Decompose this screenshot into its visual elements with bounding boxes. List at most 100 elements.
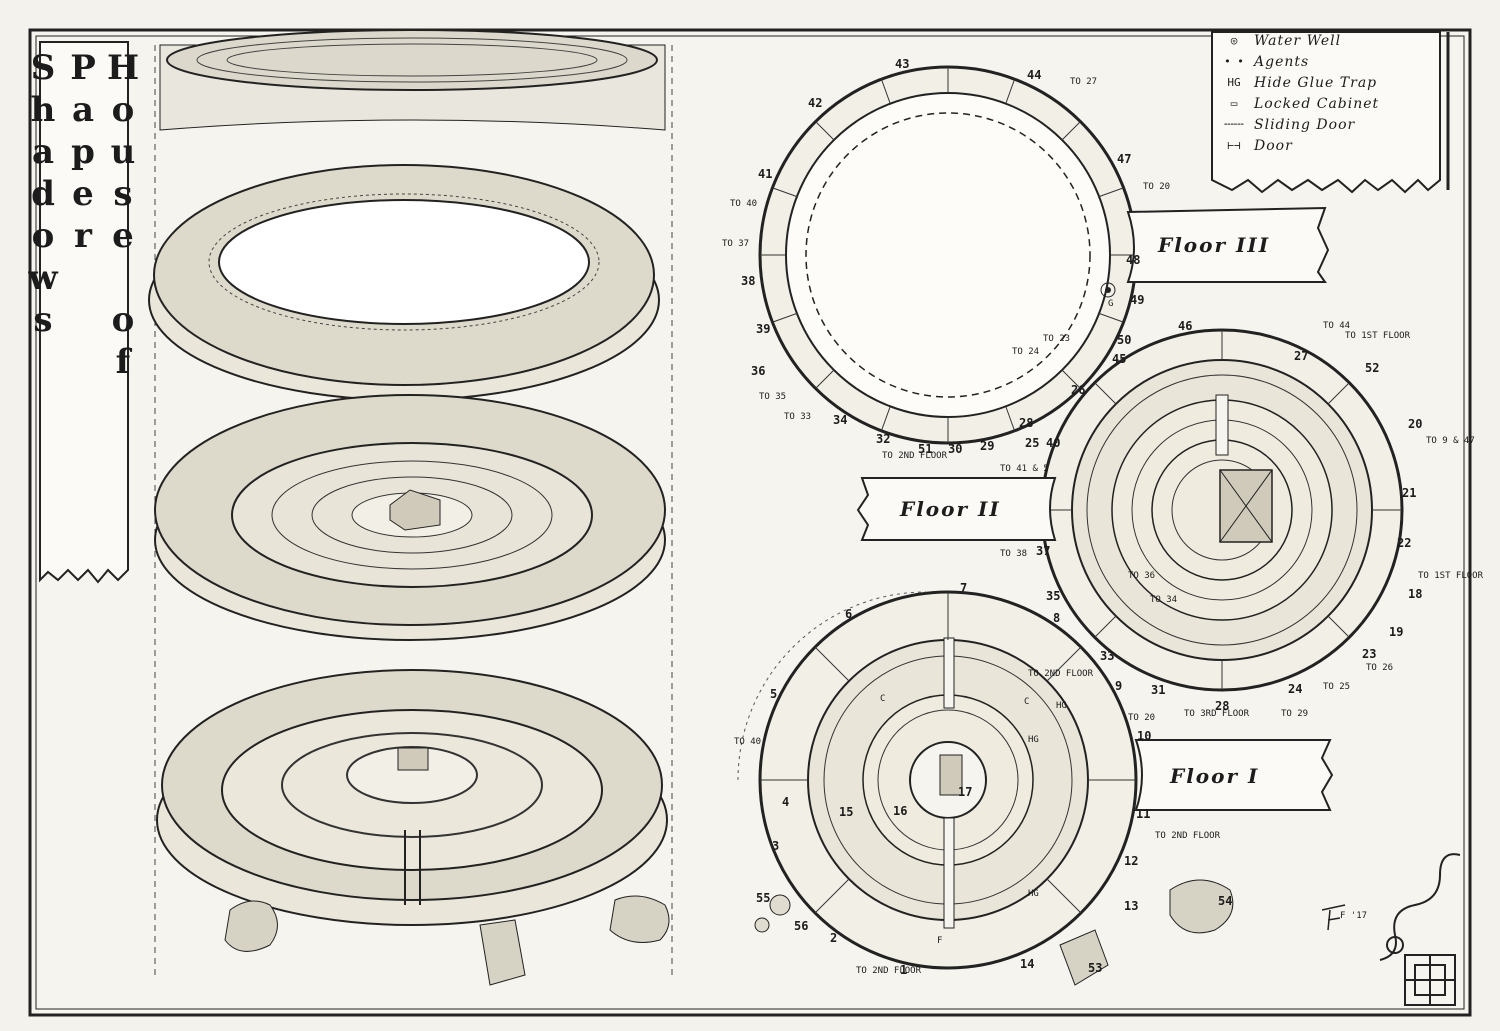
legend-scroll [1211,31,1450,194]
map-annotation: TO 29 [1281,709,1309,719]
map-annotation: TO 37 [722,239,750,249]
map-annotation: HG [1056,701,1067,711]
hide-glue-trap-icon: HG [1227,76,1241,89]
map-annotation: TO 23 [1043,334,1071,344]
room-number: 55 [756,891,771,905]
room-number: 54 [1218,894,1233,908]
room-number: 7 [960,581,968,595]
legend-item: • • Agents [1214,51,1444,72]
locked-cabinet-icon: ▭ [1230,97,1238,110]
room-number: 40 [1046,436,1061,450]
map-annotation: HG [1028,889,1039,899]
iso-floor-3 [148,164,660,401]
legend-item: ⊢⊣ Door [1214,135,1444,156]
map-frame-inner [35,35,1465,1010]
signature-mark [1321,904,1346,931]
title-banner [39,41,129,584]
room-number: 2 [830,931,838,945]
map-annotation: TO 38 [1000,549,1028,559]
room-number: 36 [751,364,766,378]
map-annotation: G [1108,299,1114,309]
floor-1-plan [737,590,1138,970]
map-annotation: TO 34 [1150,595,1178,605]
legend-label: Agents [1254,53,1310,70]
corner-knot-ornament [1379,853,1461,1006]
map-annotation: TO 2ND FLOOR [1155,831,1221,841]
landscape [224,879,1234,986]
water-well-icon: ◎ [1230,34,1238,47]
room-number: 32 [876,432,891,446]
legend-label: Locked Cabinet [1254,95,1380,112]
map-title-text: House of Paper Shadows [23,48,143,384]
map-annotation: TO 20 [1143,182,1171,192]
room-number: 46 [1178,319,1193,333]
map-annotation: TO 44 [1323,321,1351,331]
room-number: 13 [1124,899,1139,913]
room-number: 15 [839,805,854,819]
sliding-door-icon: ╌╌╌ [1224,118,1244,131]
map-annotation: TO 9 & 47 [1426,436,1475,446]
room-number: 28 [1215,699,1230,713]
map-title: House of Paper Shadows [23,48,143,578]
room-number: 30 [948,442,963,456]
room-number: 17 [958,785,973,799]
room-number: 53 [1088,961,1103,975]
room-number: 45 [1112,352,1127,366]
map-annotation: TO 41 & 5 [1000,464,1049,474]
room-number: 52 [1365,361,1380,375]
room-number: 43 [895,57,910,71]
room-number: 21 [1402,486,1417,500]
room-number: 22 [1397,536,1412,550]
agents-icon: • • [1224,55,1244,68]
map-annotation: TO 2ND FLOOR [882,451,948,461]
map-annotation: TO 26 [1366,663,1394,673]
map-annotation: TO 33 [784,412,812,422]
room-number: 18 [1408,587,1423,601]
room-number: 24 [1288,682,1303,696]
door-icon: ⊢⊣ [1227,139,1241,152]
room-number: 44 [1027,68,1042,82]
room-number: 49 [1130,293,1145,307]
room-number: 35 [1046,589,1061,603]
room-number: 20 [1408,417,1423,431]
map-annotation: C [1024,697,1030,707]
room-number: 11 [1136,807,1151,821]
room-number: 28 [1019,416,1034,430]
room-number: 39 [756,322,771,336]
legend-label: Water Well [1254,32,1342,49]
room-number: 19 [1389,625,1404,639]
floor-3-title: Floor III [1158,233,1271,257]
room-number: 9 [1115,679,1123,693]
legend-label: Sliding Door [1254,116,1356,133]
room-number: 4 [782,795,790,809]
room-number: 26 [1071,383,1086,397]
room-number: 1 [900,963,908,977]
room-number: 23 [1362,647,1377,661]
iso-floor-2 [154,394,666,641]
map-annotation: TO 2ND FLOOR [856,966,922,976]
room-number: 3 [772,839,780,853]
legend-label: Door [1254,137,1293,154]
floor-3-plan [758,65,1138,445]
iso-floor-1 [156,669,668,926]
room-number: 51 [918,442,933,456]
room-number: 27 [1294,349,1309,363]
map-annotation: HG [1028,735,1039,745]
floor-3-banner [1126,206,1330,283]
room-number: 16 [893,804,908,818]
map-annotation: TO 2ND FLOOR [1028,669,1094,679]
map-annotation: TO 35 [759,392,787,402]
legend-item: ▭ Locked Cabinet [1214,93,1444,114]
map-annotation: TO 24 [1012,347,1040,357]
floor-2-title: Floor II [900,497,1001,521]
room-number: 29 [980,439,995,453]
room-number: 31 [1151,683,1166,697]
room-number: 14 [1020,957,1035,971]
legend-item: ◎ Water Well [1214,30,1444,51]
floor-2-banner [856,477,1057,541]
room-number: 6 [845,607,853,621]
map-annotation: TO 40 [730,199,758,209]
map-annotation: TO 40 [734,737,762,747]
